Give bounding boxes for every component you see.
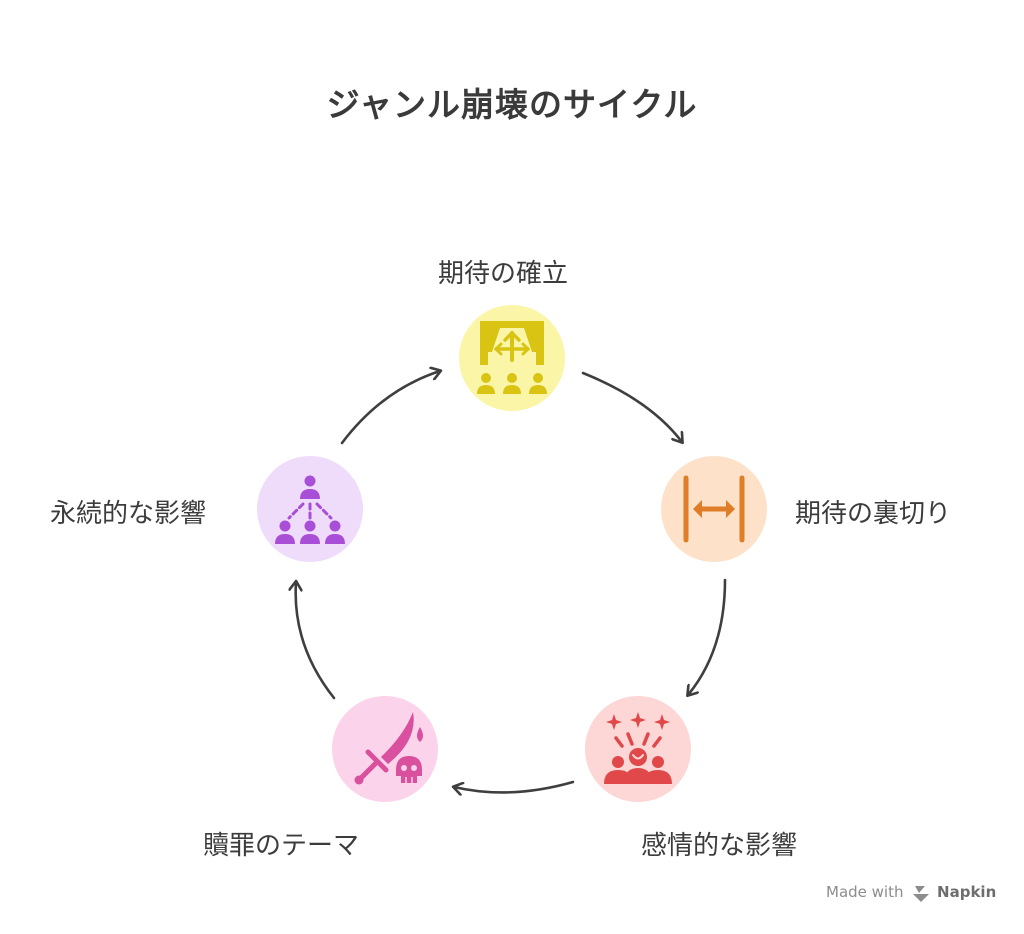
people-hierarchy-icon [275,475,345,544]
watermark-brand: Napkin [937,883,997,901]
boundary-arrow-icon [683,475,745,543]
node-subvert-expectation [661,456,767,562]
node-label-establish-expectation: 期待の確立 [438,259,569,289]
diagram-title: ジャンル崩壊のサイクル [326,85,698,124]
watermark: Made with Napkin [826,883,996,901]
napkin-logo-icon [913,886,929,902]
sword-skull-icon [354,712,423,785]
node-label-emotional-impact: 感情的な影響 [641,831,798,861]
arrow-4-to-5 [296,582,336,700]
arrow-1-to-2 [581,371,682,442]
node-lasting-impact [257,456,363,562]
node-redemption-theme [332,696,438,802]
node-label-redemption-theme: 贖罪のテーマ [203,831,360,861]
node-emotional-impact [585,696,691,802]
node-circle [332,696,438,802]
watermark-prefix: Made with [826,883,904,901]
surprised-crowd-icon [604,712,672,784]
arrow-2-to-3 [688,578,727,695]
arrow-3-to-4 [454,780,575,792]
node-label-lasting-impact: 永続的な影響 [50,499,207,529]
node-label-subvert-expectation: 期待の裏切り [795,499,952,529]
arrow-5-to-1 [340,371,440,445]
stage-audience-icon [477,321,547,394]
node-establish-expectation [459,305,565,411]
